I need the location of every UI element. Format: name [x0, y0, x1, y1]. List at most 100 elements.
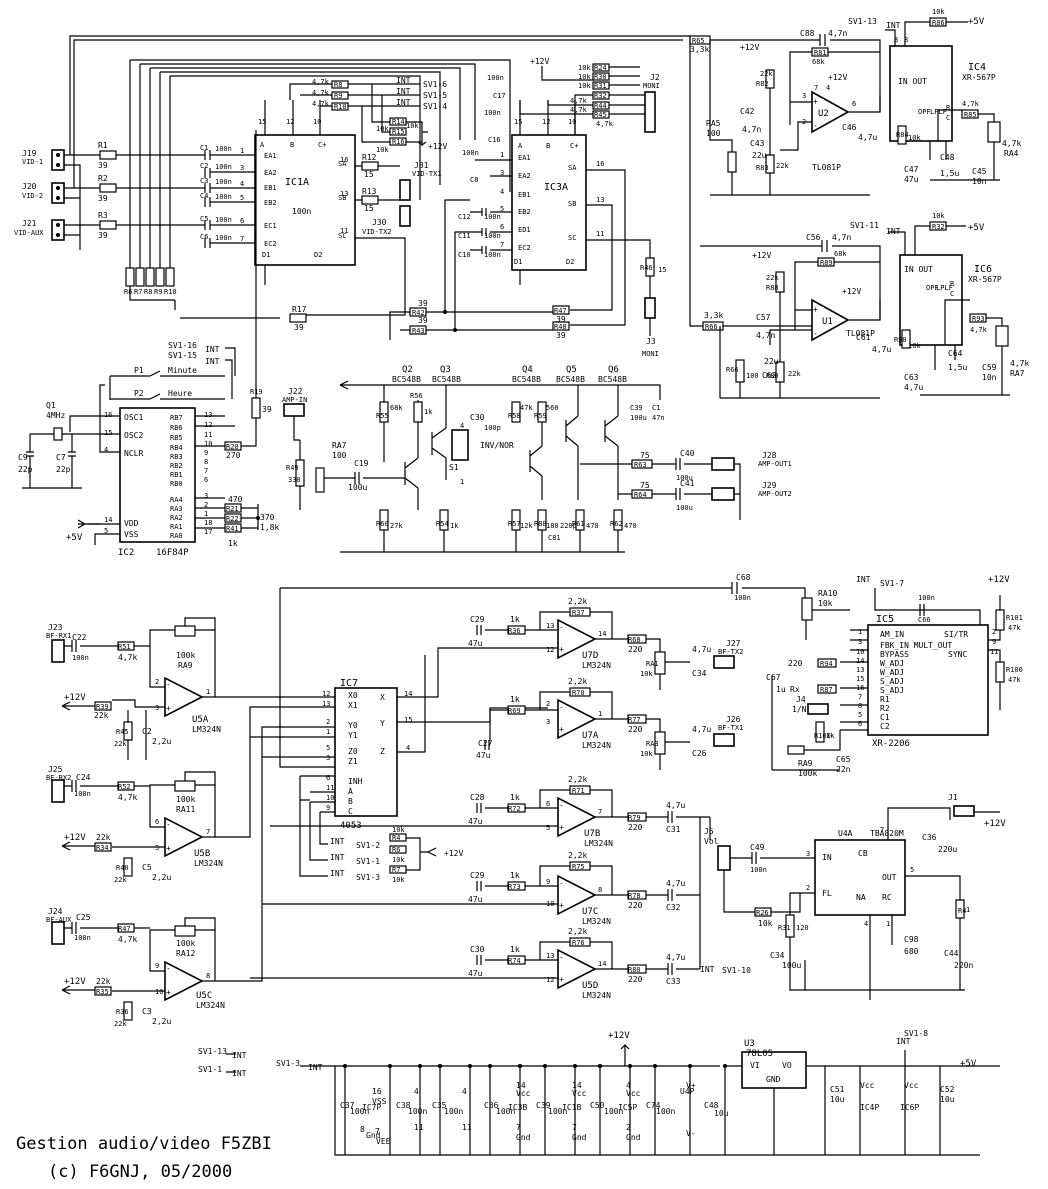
svg-text:4,7k: 4,7k — [1002, 139, 1021, 148]
svg-text:RA10: RA10 — [818, 589, 837, 598]
svg-text:100n: 100n — [487, 74, 504, 82]
svg-text:3: 3 — [858, 638, 862, 646]
svg-text:RB2: RB2 — [170, 462, 183, 470]
svg-text:R69: R69 — [508, 707, 521, 715]
svg-text:Vcc: Vcc — [516, 1089, 531, 1098]
svg-text:Y: Y — [380, 719, 385, 728]
svg-text:100k: 100k — [176, 939, 195, 948]
svg-text:1: 1 — [598, 710, 602, 718]
svg-text:47u: 47u — [904, 175, 919, 184]
svg-text:11: 11 — [326, 784, 334, 792]
svg-text:R46: R46 — [640, 264, 653, 272]
svg-text:47u: 47u — [476, 751, 491, 760]
svg-text:IC6P: IC6P — [900, 1103, 919, 1112]
svg-text:47n: 47n — [652, 414, 665, 422]
svg-text:C1: C1 — [652, 404, 660, 412]
svg-text:220n: 220n — [954, 961, 973, 970]
svg-text:+: + — [559, 645, 564, 654]
svg-text:6: 6 — [500, 223, 504, 231]
svg-text:C56: C56 — [806, 233, 821, 242]
svg-text:R36: R36 — [116, 1008, 129, 1016]
svg-text:4: 4 — [406, 744, 410, 752]
svg-text:R77: R77 — [628, 716, 641, 724]
svg-text:75: 75 — [640, 481, 650, 490]
svg-text:100n: 100n — [215, 234, 232, 242]
svg-text:OPF: OPF — [918, 108, 931, 116]
svg-text:12: 12 — [542, 118, 550, 126]
svg-text:Gnd: Gnd — [516, 1133, 531, 1142]
svg-text:J19: J19 — [22, 149, 37, 158]
svg-text:100: 100 — [332, 451, 347, 460]
svg-text:RA3: RA3 — [170, 505, 183, 513]
svg-text:R54: R54 — [436, 520, 449, 528]
svg-text:R45: R45 — [594, 111, 607, 119]
svg-text:3: 3 — [894, 36, 898, 44]
svg-text:C88: C88 — [800, 29, 815, 38]
svg-text:R24: R24 — [594, 64, 607, 72]
svg-text:+12V: +12V — [530, 57, 549, 66]
svg-text:RC: RC — [882, 893, 892, 902]
svg-text:Heure: Heure — [168, 389, 192, 398]
svg-text:R14: R14 — [392, 118, 405, 126]
svg-text:+12V: +12V — [740, 43, 759, 52]
svg-text:9: 9 — [546, 878, 550, 886]
svg-text:C43: C43 — [750, 139, 765, 148]
svg-text:1k: 1k — [450, 522, 459, 530]
svg-text:C6: C6 — [200, 233, 208, 241]
svg-text:2,2k: 2,2k — [568, 677, 587, 686]
svg-text:INT: INT — [205, 357, 220, 366]
svg-text:SV1-10: SV1-10 — [722, 966, 751, 975]
svg-text:IC5: IC5 — [876, 614, 894, 625]
svg-text:10n: 10n — [972, 177, 987, 186]
svg-text:270: 270 — [226, 451, 241, 460]
svg-text:100u: 100u — [676, 504, 693, 512]
svg-text:13: 13 — [204, 411, 212, 419]
svg-text:470: 470 — [228, 495, 243, 504]
svg-text:100u: 100u — [630, 414, 647, 422]
svg-text:U4P: U4P — [680, 1087, 695, 1096]
svg-text:100k: 100k — [176, 651, 195, 660]
svg-text:R1: R1 — [98, 141, 108, 150]
svg-text:R81: R81 — [814, 49, 827, 57]
svg-text:C47: C47 — [904, 165, 919, 174]
svg-text:R37: R37 — [572, 609, 585, 617]
svg-text:Vcc: Vcc — [572, 1089, 587, 1098]
svg-text:J29: J29 — [762, 481, 777, 490]
svg-text:1k: 1k — [510, 945, 520, 954]
svg-text:BF-RX2: BF-RX2 — [46, 774, 71, 782]
svg-text:IC1A: IC1A — [285, 177, 309, 188]
svg-text:100n: 100n — [292, 207, 311, 216]
svg-text:+12V: +12V — [64, 693, 86, 703]
svg-text:100n: 100n — [604, 1107, 623, 1116]
svg-text:2: 2 — [204, 501, 208, 509]
svg-text:22k: 22k — [788, 370, 801, 378]
svg-text:SV1-1: SV1-1 — [356, 857, 380, 866]
svg-text:680: 680 — [904, 947, 919, 956]
svg-text:C4: C4 — [200, 192, 208, 200]
svg-text:14: 14 — [598, 960, 606, 968]
svg-text:OSC1: OSC1 — [124, 413, 143, 422]
svg-text:22k: 22k — [760, 70, 773, 78]
svg-text:J2: J2 — [650, 73, 660, 82]
svg-text:J21: J21 — [22, 219, 37, 228]
svg-text:OUT: OUT — [882, 873, 897, 882]
svg-text:R59: R59 — [534, 412, 547, 420]
svg-text:5: 5 — [858, 711, 862, 719]
svg-text:C28: C28 — [470, 793, 485, 802]
svg-text:AM_IN: AM_IN — [880, 630, 904, 639]
svg-text:7: 7 — [814, 84, 818, 92]
svg-text:C39: C39 — [536, 1101, 551, 1110]
svg-text:IN OUT: IN OUT — [904, 265, 933, 274]
svg-text:100n: 100n — [484, 251, 501, 259]
svg-text:VID-2: VID-2 — [22, 192, 43, 200]
svg-text:1k: 1k — [424, 408, 433, 416]
svg-text:RA2: RA2 — [170, 514, 183, 522]
svg-text:P2: P2 — [134, 389, 144, 398]
svg-text:Minute: Minute — [168, 366, 197, 375]
svg-text:100k: 100k — [176, 795, 195, 804]
